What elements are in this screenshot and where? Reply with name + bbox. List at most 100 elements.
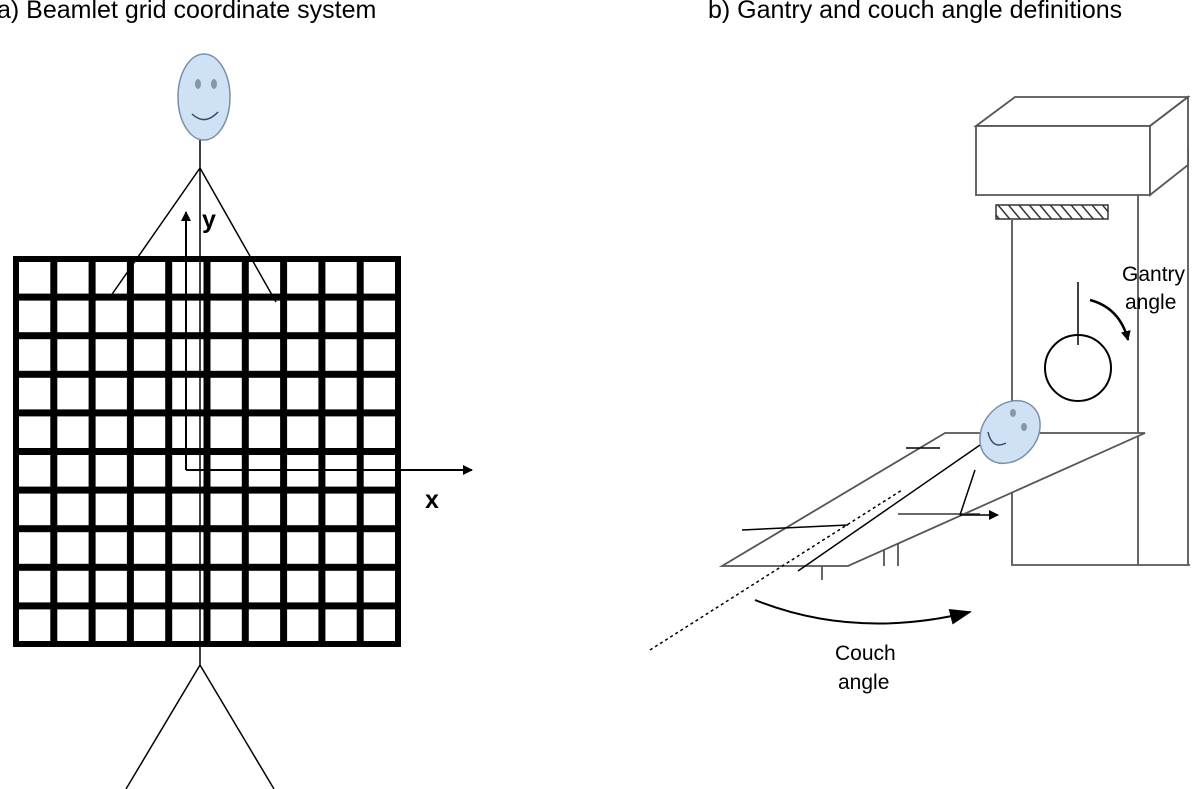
- beamlet-cell: [325, 339, 357, 371]
- beamlet-cell: [210, 377, 242, 410]
- gantry-angle-label-line2: angle: [1125, 291, 1176, 314]
- collimator-hatch: [995, 204, 1109, 220]
- beamlet-cell: [19, 455, 51, 487]
- beamlet-cell: [210, 493, 242, 526]
- beamlet-cell: [210, 570, 242, 603]
- beamlet-cell: [57, 532, 89, 564]
- beamlet-cell: [248, 262, 281, 294]
- beamlet-cell: [95, 339, 127, 371]
- beamlet-cell: [57, 416, 89, 448]
- beamlet-cell: [57, 455, 89, 487]
- beamlet-cell: [325, 416, 357, 448]
- beamlet-cell: [19, 377, 51, 410]
- stick-figure: [107, 140, 277, 789]
- beamlet-cell: [19, 300, 51, 333]
- gantry-angle-label-line1: Gantry: [1122, 263, 1186, 286]
- beamlet-cell: [95, 416, 127, 448]
- beamlet-cell: [95, 300, 127, 333]
- panel-b-diagram: Gantry angle Couch angle: [649, 95, 1191, 694]
- beamlet-cell: [325, 377, 357, 410]
- beamlet-cell: [133, 570, 166, 603]
- beamlet-cell: [172, 532, 204, 564]
- panel-b-title: b) Gantry and couch angle definitions: [708, 0, 1123, 24]
- beamlet-cell: [57, 300, 89, 333]
- beamlet-cell: [133, 416, 166, 448]
- beamlet-cell: [19, 339, 51, 371]
- beamlet-cell: [363, 377, 395, 410]
- gantry-head-front: [975, 125, 1151, 196]
- beamlet-cell: [363, 570, 395, 603]
- beamlet-cell: [133, 532, 166, 564]
- beamlet-cell: [19, 532, 51, 564]
- beamlet-cell: [57, 609, 89, 641]
- y-axis-label: y: [202, 206, 216, 234]
- beamlet-cell: [248, 570, 281, 603]
- beamlet-cell: [325, 570, 357, 603]
- gantry-rotation-icon: [1044, 282, 1131, 402]
- beamlet-cell: [19, 262, 51, 294]
- beamlet-cell: [172, 493, 204, 526]
- beamlet-cell: [248, 532, 281, 564]
- beamlet-cell: [210, 609, 242, 641]
- beamlet-cell: [19, 609, 51, 641]
- couch-angle-label-line1: Couch: [835, 642, 896, 665]
- beamlet-cell: [363, 416, 395, 448]
- gantry-column-side: [1137, 147, 1189, 565]
- beamlet-cell: [57, 339, 89, 371]
- beamlet-cell: [57, 570, 89, 603]
- beamlet-cell: [57, 262, 89, 294]
- beamlet-cell: [363, 493, 395, 526]
- stick-right-arm: [199, 167, 277, 303]
- stick-left-leg: [125, 664, 201, 789]
- stick-left-arm: [107, 167, 201, 301]
- beamlet-cell: [133, 377, 166, 410]
- beamlet-cell: [363, 339, 395, 371]
- beamlet-cell: [287, 262, 319, 294]
- beamlet-cell: [95, 570, 127, 603]
- beamlet-cell: [133, 455, 166, 487]
- beamlet-cell: [95, 532, 127, 564]
- beamlet-cell: [248, 493, 281, 526]
- couch-angle-arrow: [754, 599, 972, 625]
- beamlet-cell: [287, 570, 319, 603]
- beamlet-cell: [19, 416, 51, 448]
- beamlet-cell: [248, 339, 281, 371]
- beamlet-cell: [133, 609, 166, 641]
- beamlet-cell: [210, 416, 242, 448]
- beamlet-cell: [95, 262, 127, 294]
- couch-angle-label-line2: angle: [838, 671, 889, 694]
- beamlet-cell: [133, 300, 166, 333]
- beamlet-cell: [57, 377, 89, 410]
- gantry-column-outline: [1011, 220, 1190, 566]
- couch-top: [718, 432, 1146, 567]
- beamlet-cell: [57, 493, 89, 526]
- beamlet-cell: [210, 532, 242, 564]
- beamlet-cell: [19, 493, 51, 526]
- beamlet-cell: [363, 262, 395, 294]
- beamlet-cell: [172, 339, 204, 371]
- beamlet-cell: [19, 570, 51, 603]
- beamlet-cell: [172, 570, 204, 603]
- beamlet-cell: [287, 339, 319, 371]
- beamlet-cell: [363, 300, 395, 333]
- beamlet-cell: [210, 339, 242, 371]
- beamlet-cell: [95, 455, 127, 487]
- beamlet-cell: [325, 262, 357, 294]
- couch-axis-dashed-line: [649, 489, 903, 651]
- beamlet-cell: [172, 262, 204, 294]
- beamlet-cell: [287, 493, 319, 526]
- beamlet-cell: [325, 532, 357, 564]
- beamlet-cell: [133, 339, 166, 371]
- beamlet-cell: [95, 493, 127, 526]
- beamlet-grid: [13, 256, 401, 647]
- beamlet-cell: [287, 609, 319, 641]
- beamlet-cell: [287, 532, 319, 564]
- beamlet-cell: [133, 493, 166, 526]
- beamlet-cell: [248, 377, 281, 410]
- gantry-machine: [973, 95, 1191, 566]
- beamlet-cell: [325, 609, 357, 641]
- treatment-couch: [718, 432, 1146, 580]
- beamlet-cell: [287, 416, 319, 448]
- beamlet-cell: [248, 416, 281, 448]
